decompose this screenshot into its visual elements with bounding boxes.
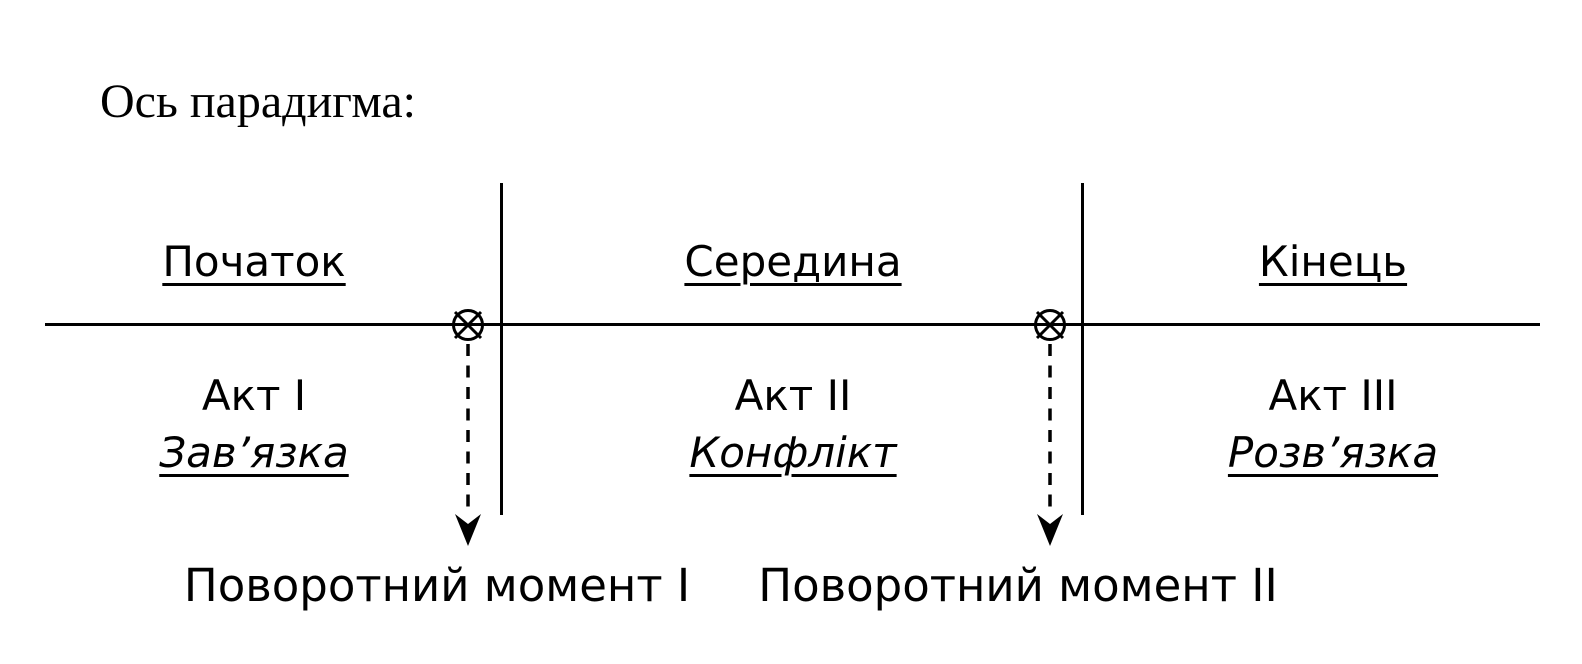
section-heading-middle: Середина: [684, 237, 902, 286]
section-divider-2: [1081, 183, 1084, 515]
timeline-axis: [45, 323, 1540, 326]
section-heading-beginning: Початок: [162, 237, 346, 286]
act-label-3: Акт III: [1268, 371, 1398, 420]
circled-x-marker-icon: [452, 309, 484, 341]
act-label-2: Акт II: [734, 371, 852, 420]
turning-point-label-1: Поворотний момент I: [183, 559, 691, 612]
act-subtitle-2: Конфлікт: [689, 428, 897, 477]
dashed-down-arrow-icon: [1037, 344, 1063, 546]
act-subtitle-1: Зав’язка: [159, 428, 349, 477]
act-subtitle-3: Розв’язка: [1227, 428, 1439, 477]
page-title: Ось парадигма:: [100, 75, 417, 128]
turning-point-label-2: Поворотний момент II: [758, 559, 1278, 612]
section-divider-1: [500, 183, 503, 515]
circled-x-marker-icon: [1034, 309, 1066, 341]
dashed-down-arrow-icon: [455, 344, 481, 546]
section-heading-end: Кінець: [1258, 237, 1408, 286]
act-label-1: Акт I: [201, 371, 307, 420]
